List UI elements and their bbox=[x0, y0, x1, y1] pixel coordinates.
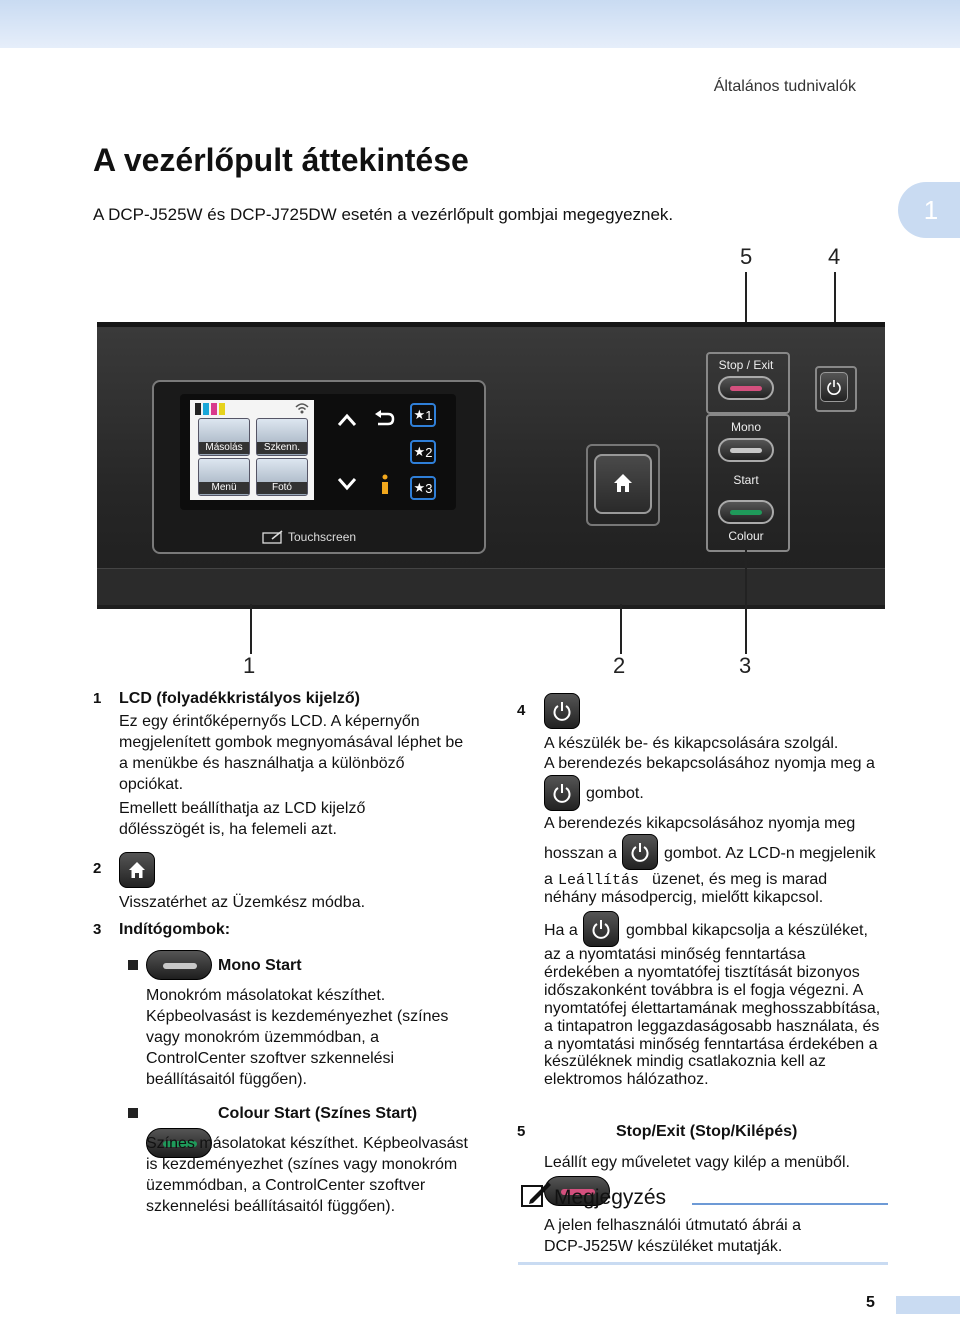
chevron-down-icon[interactable] bbox=[336, 476, 358, 497]
colour-start-icon bbox=[146, 1128, 212, 1158]
item-5-title: Stop/Exit (Stop/Kilépés) bbox=[616, 1123, 798, 1140]
mono-start-button[interactable] bbox=[718, 438, 774, 462]
item-5-number: 5 bbox=[517, 1123, 526, 1140]
item-4-line-5a: hosszan a bbox=[544, 845, 617, 862]
item-4-line-2: A berendezés bekapcsolásához nyomja meg … bbox=[544, 755, 875, 772]
power-icon bbox=[592, 920, 610, 939]
item-4-line-7: néhány másodpercig, mielőtt kikapcsol. bbox=[544, 889, 824, 906]
item-4-line-3: gombot. bbox=[586, 785, 644, 802]
page-number: 5 bbox=[866, 1294, 875, 1311]
power-icon bbox=[553, 784, 571, 803]
item-4-line-6a: a bbox=[544, 871, 553, 888]
leader-line-3 bbox=[745, 548, 747, 654]
item-5-desc: Leállít egy műveletet vagy kilép a menüb… bbox=[544, 1154, 850, 1171]
bullet bbox=[128, 960, 138, 970]
leader-line-4 bbox=[834, 272, 836, 366]
home-button-frame bbox=[586, 444, 660, 526]
note-pencil-icon bbox=[520, 1180, 552, 1215]
item-1-desc-2: Emellett beállíthatja az LCD kijelző dől… bbox=[119, 800, 366, 838]
colour-label: Colour bbox=[728, 529, 764, 543]
mono-start-icon bbox=[146, 950, 212, 980]
item-1-title: LCD (folyadékkristályos kijelző) bbox=[119, 690, 360, 707]
note-bottom-rule bbox=[518, 1262, 888, 1265]
note-text: A jelen felhasználói útmutató ábrái a DC… bbox=[544, 1217, 802, 1255]
callout-1: 1 bbox=[243, 653, 256, 678]
wifi-icon bbox=[294, 401, 310, 420]
stop-exit-frame bbox=[706, 352, 790, 414]
lcd-tile-scan[interactable]: Szkenn. bbox=[256, 418, 308, 456]
page-title: A vezérlőpult áttekintése bbox=[93, 142, 469, 178]
info-icon[interactable] bbox=[378, 474, 392, 501]
colour-start-button[interactable] bbox=[718, 500, 774, 524]
leader-line-5 bbox=[745, 272, 747, 352]
chapter-tab: 1 bbox=[898, 182, 960, 238]
power-button-icon bbox=[544, 693, 580, 729]
top-band bbox=[0, 0, 960, 48]
item-4-line-1: A készülék be- és kikapcsolására szolgál… bbox=[544, 735, 839, 752]
panel-lower-edge bbox=[97, 568, 885, 605]
start-label: Start bbox=[733, 473, 759, 487]
shortcut-3-button[interactable]: ★3 bbox=[410, 476, 436, 500]
item-2-desc: Visszatérhet az Üzemkész módba. bbox=[119, 894, 366, 911]
stop-exit-icon bbox=[544, 1176, 610, 1206]
lcd-screen[interactable]: Másolás Szkenn. Menü Fotó bbox=[190, 400, 314, 500]
item-4-line-6c: üzenet, és meg is marad bbox=[652, 871, 828, 888]
home-icon bbox=[611, 471, 635, 500]
power-button[interactable] bbox=[820, 372, 848, 402]
note-divider bbox=[692, 1203, 888, 1205]
bullet bbox=[128, 1108, 138, 1118]
item-1-number: 1 bbox=[93, 690, 102, 707]
item-1-desc: Ez egy érintőképernyős LCD. A képernyőn … bbox=[119, 713, 464, 793]
item-4-line-8a: Ha a bbox=[544, 922, 578, 939]
shortcut-1-button[interactable]: ★1 bbox=[410, 403, 436, 427]
running-header: Általános tudnivalók bbox=[713, 78, 856, 95]
lcd-tile-menu[interactable]: Menü bbox=[198, 458, 250, 496]
home-icon bbox=[129, 862, 145, 878]
page-number-tab bbox=[896, 1296, 960, 1314]
callout-5: 5 bbox=[740, 244, 753, 269]
item-2-number: 2 bbox=[93, 860, 102, 877]
callout-2: 2 bbox=[613, 653, 626, 678]
lcd-tile-copy[interactable]: Másolás bbox=[198, 418, 250, 456]
power-icon bbox=[553, 702, 571, 721]
leader-line-1 bbox=[250, 604, 252, 654]
back-arrow-icon[interactable] bbox=[372, 410, 396, 435]
item-4-desc: az a nyomtatási minőség fenntartása érde… bbox=[544, 946, 881, 1089]
item-4-number: 4 bbox=[517, 702, 526, 719]
item-3-number: 3 bbox=[93, 921, 102, 938]
touchscreen-icon bbox=[262, 530, 283, 544]
power-button-icon bbox=[583, 911, 619, 947]
shortcut-2-button[interactable]: ★2 bbox=[410, 440, 436, 464]
item-4-line-8b: gombbal kikapcsolja a készüléket, bbox=[626, 922, 868, 939]
callout-4: 4 bbox=[828, 244, 841, 269]
callout-3: 3 bbox=[739, 653, 752, 678]
power-icon bbox=[631, 843, 649, 862]
touchscreen-label: Touchscreen bbox=[288, 530, 357, 544]
item-4-line-5b: gombot. Az LCD-n megjelenik bbox=[664, 845, 876, 862]
stop-exit-label: Stop / Exit bbox=[718, 358, 774, 372]
item-3-title: Indítógombok: bbox=[119, 921, 231, 938]
chevron-up-icon[interactable] bbox=[336, 412, 358, 433]
start-buttons-frame bbox=[706, 414, 790, 552]
shutdown-message: Leállítás bbox=[558, 872, 640, 889]
home-button-icon bbox=[119, 852, 155, 888]
mono-label: Mono bbox=[730, 420, 762, 434]
colour-start-desc: Színes másolatokat készíthet. Képbeolvas… bbox=[146, 1135, 468, 1215]
leader-line-2 bbox=[620, 604, 622, 654]
ink-level-icon bbox=[194, 402, 228, 416]
note-title: Megjegyzés bbox=[554, 1186, 667, 1209]
power-button-frame bbox=[815, 366, 857, 412]
page-subtitle: A DCP-J525W és DCP-J725DW esetén a vezér… bbox=[93, 205, 674, 224]
mono-start-desc: Monokróm másolatokat készíthet. Képbeolv… bbox=[146, 987, 449, 1088]
lcd-tile-photo[interactable]: Fotó bbox=[256, 458, 308, 496]
home-button[interactable] bbox=[594, 454, 652, 514]
power-icon bbox=[827, 380, 841, 395]
colour-start-title: Colour Start (Színes Start) bbox=[218, 1105, 418, 1122]
mono-start-title: Mono Start bbox=[218, 957, 302, 974]
item-4-line-4: A berendezés kikapcsolásához nyomja meg bbox=[544, 815, 856, 832]
power-button-icon bbox=[544, 775, 580, 811]
power-button-icon bbox=[622, 834, 658, 870]
stop-exit-button[interactable] bbox=[718, 376, 774, 400]
